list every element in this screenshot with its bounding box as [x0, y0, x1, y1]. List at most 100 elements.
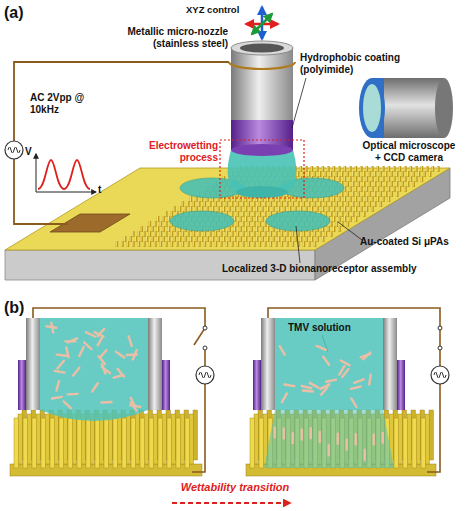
- pillar-highlight: [404, 166, 405, 172]
- tmv-rod: [57, 355, 67, 356]
- pillar-highlight: [264, 231, 265, 237]
- pillar-highlight: [245, 236, 246, 242]
- micro-pillar: [302, 201, 305, 207]
- micro-pillar: [176, 241, 179, 247]
- pillar-highlight: [237, 211, 238, 217]
- tmv-rod: [118, 369, 124, 377]
- circuit-open: [33, 308, 214, 472]
- pillar-highlight: [275, 201, 276, 207]
- pillar-highlight: [382, 186, 383, 192]
- pillar-highlight: [360, 176, 361, 182]
- tmv-rod: [283, 429, 285, 439]
- pillar-highlight: [316, 206, 317, 212]
- pillar-highlight: [360, 166, 361, 172]
- pillar-highlight: [306, 236, 307, 242]
- micro-pillar: [286, 241, 289, 247]
- micro-pillar: [239, 196, 242, 202]
- pillar-highlight: [360, 206, 361, 212]
- tmv-rod: [339, 366, 344, 375]
- pillar-highlight: [415, 166, 416, 172]
- pillar-highlight: [374, 171, 375, 177]
- micro-pillar: [154, 231, 157, 237]
- micro-pillar: [311, 166, 314, 172]
- tmv-rod: [310, 428, 312, 438]
- pillar-highlight: [259, 211, 260, 217]
- micro-pillar: [357, 181, 360, 187]
- pillar-highlight: [349, 196, 350, 202]
- micro-pillar: [165, 211, 168, 217]
- micro-pillar: [201, 236, 204, 242]
- micro-pillar: [377, 176, 380, 182]
- pillar-highlight: [377, 176, 378, 182]
- micro-pillar: [305, 236, 308, 242]
- pillar-highlight: [404, 186, 405, 192]
- part-label: TMV solution: [288, 322, 351, 334]
- micro-pillar: [212, 236, 215, 242]
- tmv-rod: [354, 379, 363, 382]
- pillar-highlight: [336, 221, 337, 227]
- pillar-highlight: [396, 171, 397, 177]
- nozzle-wall: [148, 318, 162, 410]
- tmv-rod: [56, 381, 59, 391]
- micro-pillar: [311, 236, 314, 242]
- pillar-highlight: [352, 181, 353, 187]
- pillar-highlight: [374, 201, 375, 207]
- micro-pillar: [259, 241, 262, 247]
- micro-pillar: [423, 171, 426, 177]
- pillar-highlight: [262, 236, 263, 242]
- micro-pillar: [165, 231, 168, 237]
- pillar-highlight: [182, 201, 183, 207]
- pillar-highlight: [135, 236, 136, 242]
- micro-pillar: [146, 236, 149, 242]
- pillar-highlight: [204, 231, 205, 237]
- pillar-highlight: [371, 186, 372, 192]
- micro-pillar: [256, 236, 259, 242]
- pillar-highlight: [303, 201, 304, 207]
- pillar-highlight: [174, 226, 175, 232]
- pillar-highlight: [141, 226, 142, 232]
- pillar-highlight: [248, 231, 249, 237]
- pillar-highlight: [437, 166, 438, 172]
- pillar-highlight: [382, 166, 383, 172]
- polyimide-coating: [397, 360, 405, 410]
- micro-pillar: [77, 418, 82, 468]
- micro-pillar: [135, 236, 138, 242]
- pillar-highlight: [388, 186, 389, 192]
- pillar-highlight: [360, 196, 361, 202]
- tmv-rod: [102, 364, 106, 373]
- micro-pillar: [344, 176, 347, 182]
- micro-pillar: [327, 206, 330, 212]
- micro-pillar: [171, 231, 174, 237]
- micro-pillar: [368, 201, 371, 207]
- micro-pillar: [176, 231, 179, 237]
- pillar-highlight: [314, 231, 315, 237]
- pillar-highlight: [234, 236, 235, 242]
- tmv-rod: [55, 371, 65, 373]
- pillar-highlight: [185, 236, 186, 242]
- tmv-rod: [351, 387, 361, 389]
- pillar-highlight: [292, 231, 293, 237]
- part-label: Localized 3-D bionanoreceptor assembly: [222, 263, 417, 275]
- pillar-highlight: [132, 231, 133, 237]
- pillar-highlight: [330, 231, 331, 237]
- pillar-highlight: [215, 241, 216, 247]
- pillar-highlight: [316, 166, 317, 172]
- pillar-highlight: [355, 206, 356, 212]
- micro-pillar: [236, 201, 239, 207]
- pillar-highlight: [168, 236, 169, 242]
- micro-pillar: [371, 206, 374, 212]
- pillar-highlight: [245, 216, 246, 222]
- pillar-highlight: [226, 231, 227, 237]
- pillar-highlight: [366, 196, 367, 202]
- micro-pillar: [250, 216, 253, 222]
- pillar-highlight: [237, 231, 238, 237]
- micro-pillar: [390, 191, 393, 197]
- pillar-highlight: [149, 241, 150, 247]
- pillar-highlight: [352, 171, 353, 177]
- pillar-highlight: [300, 166, 301, 172]
- pillar-highlight: [187, 201, 188, 207]
- micro-pillar: [250, 236, 253, 242]
- pillar-highlight: [207, 236, 208, 242]
- micro-pillar: [226, 231, 229, 237]
- micro-pillar: [347, 211, 350, 217]
